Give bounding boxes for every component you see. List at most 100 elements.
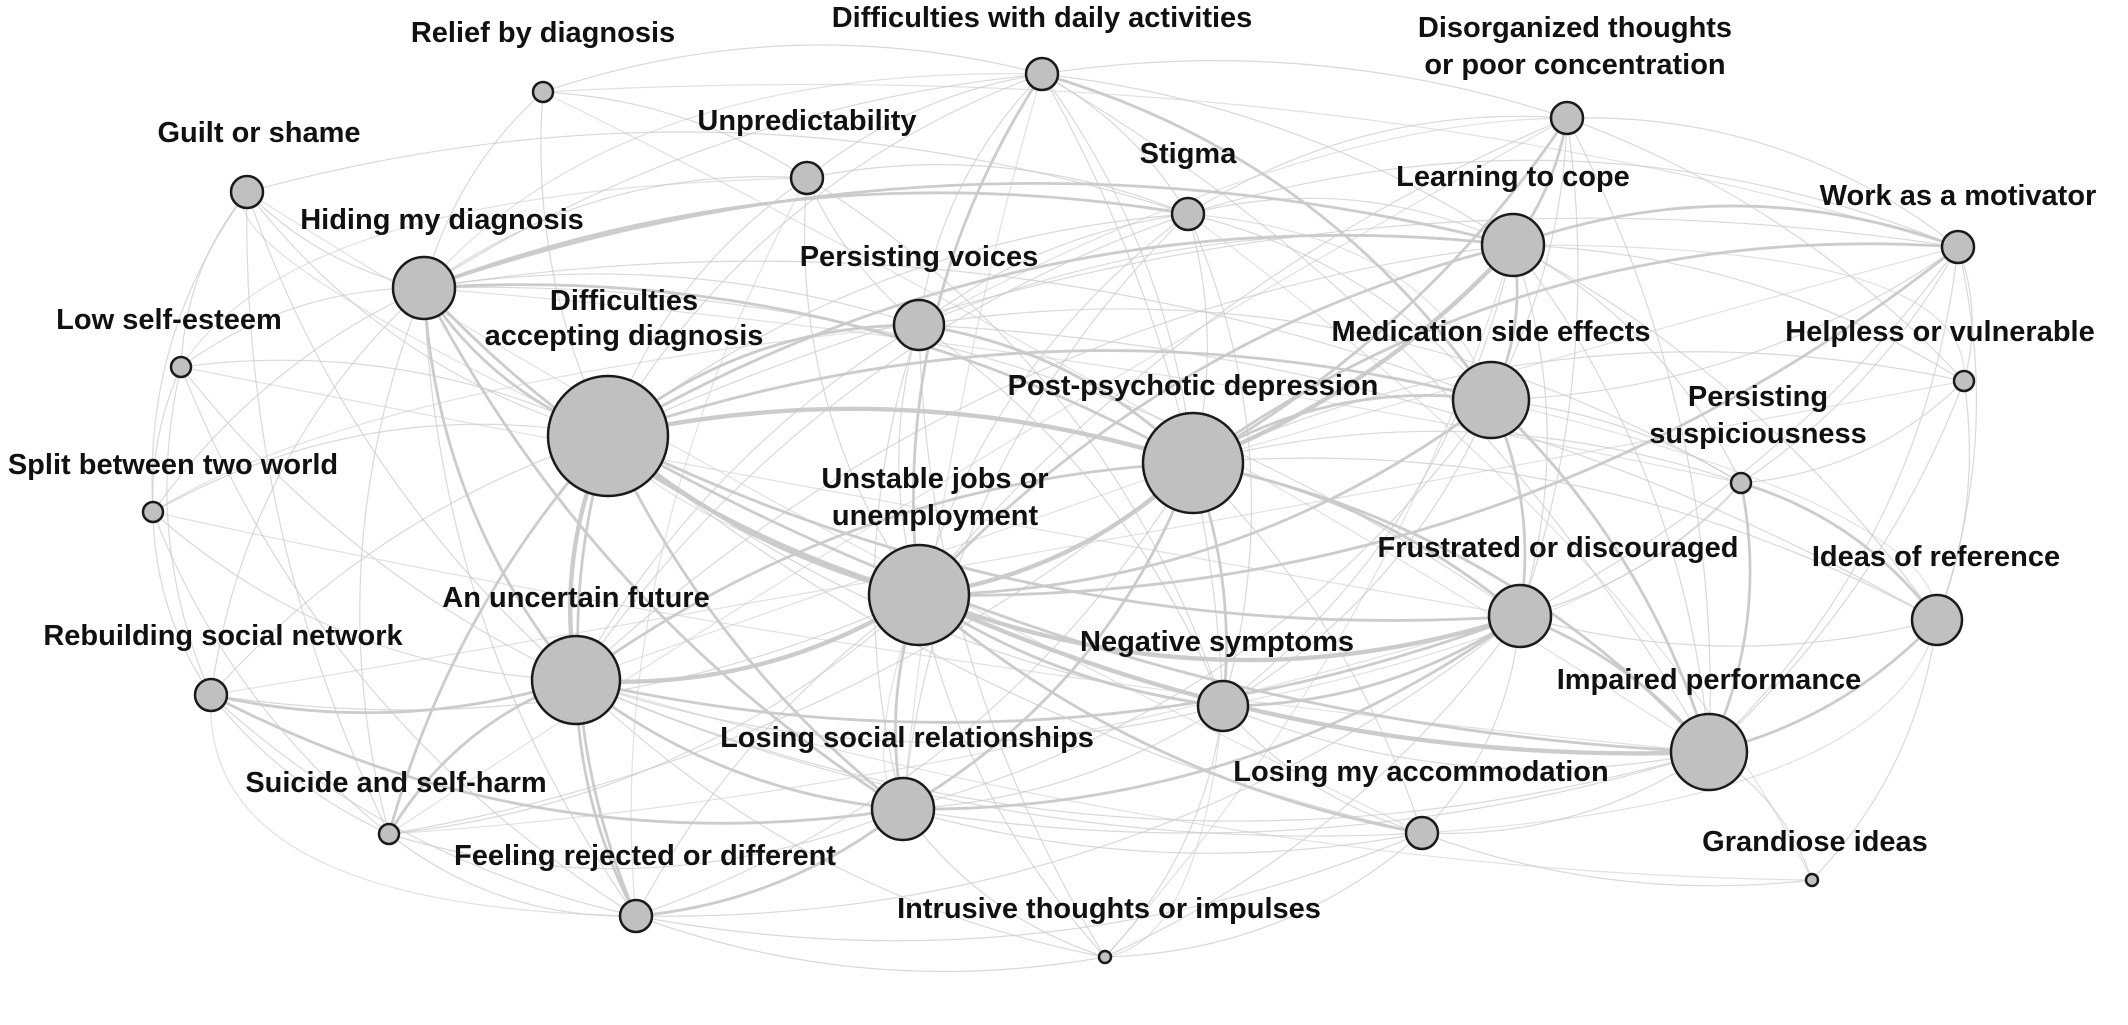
edge-sideeffects-hiding (423, 260, 1492, 401)
node-helpless (1952, 369, 1976, 393)
edge-performance-disorganized (1566, 117, 1711, 753)
node-label-daily: Difficulties with daily activities (832, 2, 1253, 34)
edge-intrusive-cope (1104, 244, 1514, 958)
edge-future-rebuilding (210, 678, 577, 715)
edge-cope-voices (918, 234, 1514, 326)
edge-hiding-suicide (359, 287, 425, 835)
node-label-line: Hiding my diagnosis (300, 204, 584, 236)
edge-rebuilding-split (152, 511, 212, 696)
node-label-future: An uncertain future (442, 582, 709, 614)
edge-jobs-cope (917, 243, 1514, 596)
edge-sideeffects-daily (1041, 72, 1493, 401)
edge-rebuilding-selfesteem (166, 366, 212, 696)
edge-accommodation-intrusive (1104, 832, 1423, 958)
node-label-line: suspiciousness (1649, 418, 1867, 450)
edge-guilt-accepting (242, 191, 609, 437)
edge-hiding-rebuilding (210, 287, 425, 696)
edge-future-split (152, 511, 577, 681)
node-label-intrusive: Intrusive thoughts or impulses (897, 893, 1321, 925)
edge-accepting-work (607, 217, 1959, 437)
edge-frustrated-work (1519, 246, 1959, 617)
edge-daily-relief (542, 44, 1043, 93)
edge-disorganized-work (1566, 117, 1959, 248)
edge-depression-performance (1192, 461, 1711, 753)
node-negative (1196, 679, 1250, 733)
node-label-line: Disorganized thoughts (1418, 12, 1732, 44)
edge-future-selfesteem (180, 366, 577, 681)
edge-losingsocial-voices (873, 324, 920, 810)
node-label-line: Ideas of reference (1812, 541, 2060, 573)
edge-hiding-selfesteem (180, 287, 425, 368)
node-label-line: Suicide and self-harm (245, 767, 546, 799)
node-intrusive (1097, 949, 1113, 965)
node-losingsocial (870, 776, 936, 842)
edge-voices-reference (918, 324, 1938, 621)
node-label-split: Split between two world (8, 449, 338, 481)
edge-daily-unpredictability (806, 73, 1043, 179)
edge-negative-daily (1041, 73, 1224, 707)
edge-sideeffects-performance (1490, 398, 1711, 753)
node-sideeffects (1451, 360, 1531, 440)
edge-daily-hiding (423, 73, 1043, 289)
edge-voices-intrusive (918, 324, 1106, 958)
node-label-line: Unstable jobs or (821, 463, 1048, 495)
edge-cope-helpless (1512, 244, 1965, 382)
edge-jobs-intrusive (918, 594, 1106, 958)
node-label-line: Stigma (1140, 138, 1238, 170)
edge-losingsocial-intrusive (902, 808, 1106, 958)
node-work (1940, 229, 1976, 265)
edge-unpredictability-negative (806, 177, 1224, 707)
edge-performance-work (1708, 246, 1959, 753)
node-label-line: Losing social relationships (720, 722, 1094, 754)
node-label-line: Work as a motivator (1820, 180, 2097, 212)
edge-future-frustrated (575, 614, 1521, 724)
edge-jobs-accommodation (918, 593, 1423, 835)
edge-frustrated-rejected (635, 615, 1521, 917)
edge-suspicious-helpless (1740, 380, 1965, 484)
edge-voices-suspicious (918, 308, 1742, 484)
node-label-line: Feeling rejected or different (454, 840, 836, 872)
edge-cope-suspicious (1512, 244, 1742, 484)
node-label-line: Persisting (1688, 381, 1828, 413)
edge-jobs-suicide (388, 594, 920, 835)
node-frustrated (1487, 583, 1553, 649)
edge-future-voices (575, 324, 920, 681)
edge-unpredictability-selfesteem (180, 177, 808, 368)
edge-frustrated-disorganized (1519, 117, 1579, 617)
node-unpredictability (789, 160, 825, 196)
edge-rejected-intrusive (635, 915, 1106, 973)
edge-depression-losingsocial (902, 462, 1195, 811)
edge-voices-daily (918, 73, 1043, 326)
node-label-line: Rebuilding social network (43, 620, 403, 652)
edge-daily-performance (1041, 73, 1710, 753)
edge-accepting-cope (607, 233, 1514, 438)
edge-depression-rejected (635, 462, 1194, 917)
node-label-line: Intrusive thoughts or impulses (897, 893, 1321, 925)
edge-depression-future (575, 461, 1194, 682)
edge-performance-relief (542, 91, 1710, 753)
edge-frustrated-hiding (423, 286, 1521, 617)
node-label-sideeffects: Medication side effects (1331, 316, 1650, 348)
edge-future-losingsocial (575, 678, 904, 811)
node-accepting (546, 374, 670, 498)
node-depression (1141, 411, 1245, 515)
node-label-performance: Impaired performance (1557, 664, 1862, 696)
edge-accepting-split (152, 423, 609, 513)
edge-losingsocial-rebuilding (210, 693, 904, 825)
edge-negative-stigma (1187, 213, 1253, 707)
edge-work-depression (1192, 246, 1959, 464)
edge-accepting-rebuilding (210, 435, 609, 696)
node-label-line: Negative symptoms (1080, 626, 1354, 658)
edge-voices-negative (918, 324, 1224, 707)
node-hiding (391, 255, 457, 321)
edge-accepting-daily (607, 73, 1043, 437)
edge-jobs-performance (918, 593, 1710, 756)
edge-rebuilding-suicide (210, 694, 390, 835)
node-label-line: Unpredictability (697, 105, 916, 137)
edge-relief-work (542, 83, 1959, 248)
node-label-depression: Post-psychotic depression (1008, 370, 1379, 402)
node-accommodation (1404, 815, 1440, 851)
node-suicide (377, 822, 401, 846)
